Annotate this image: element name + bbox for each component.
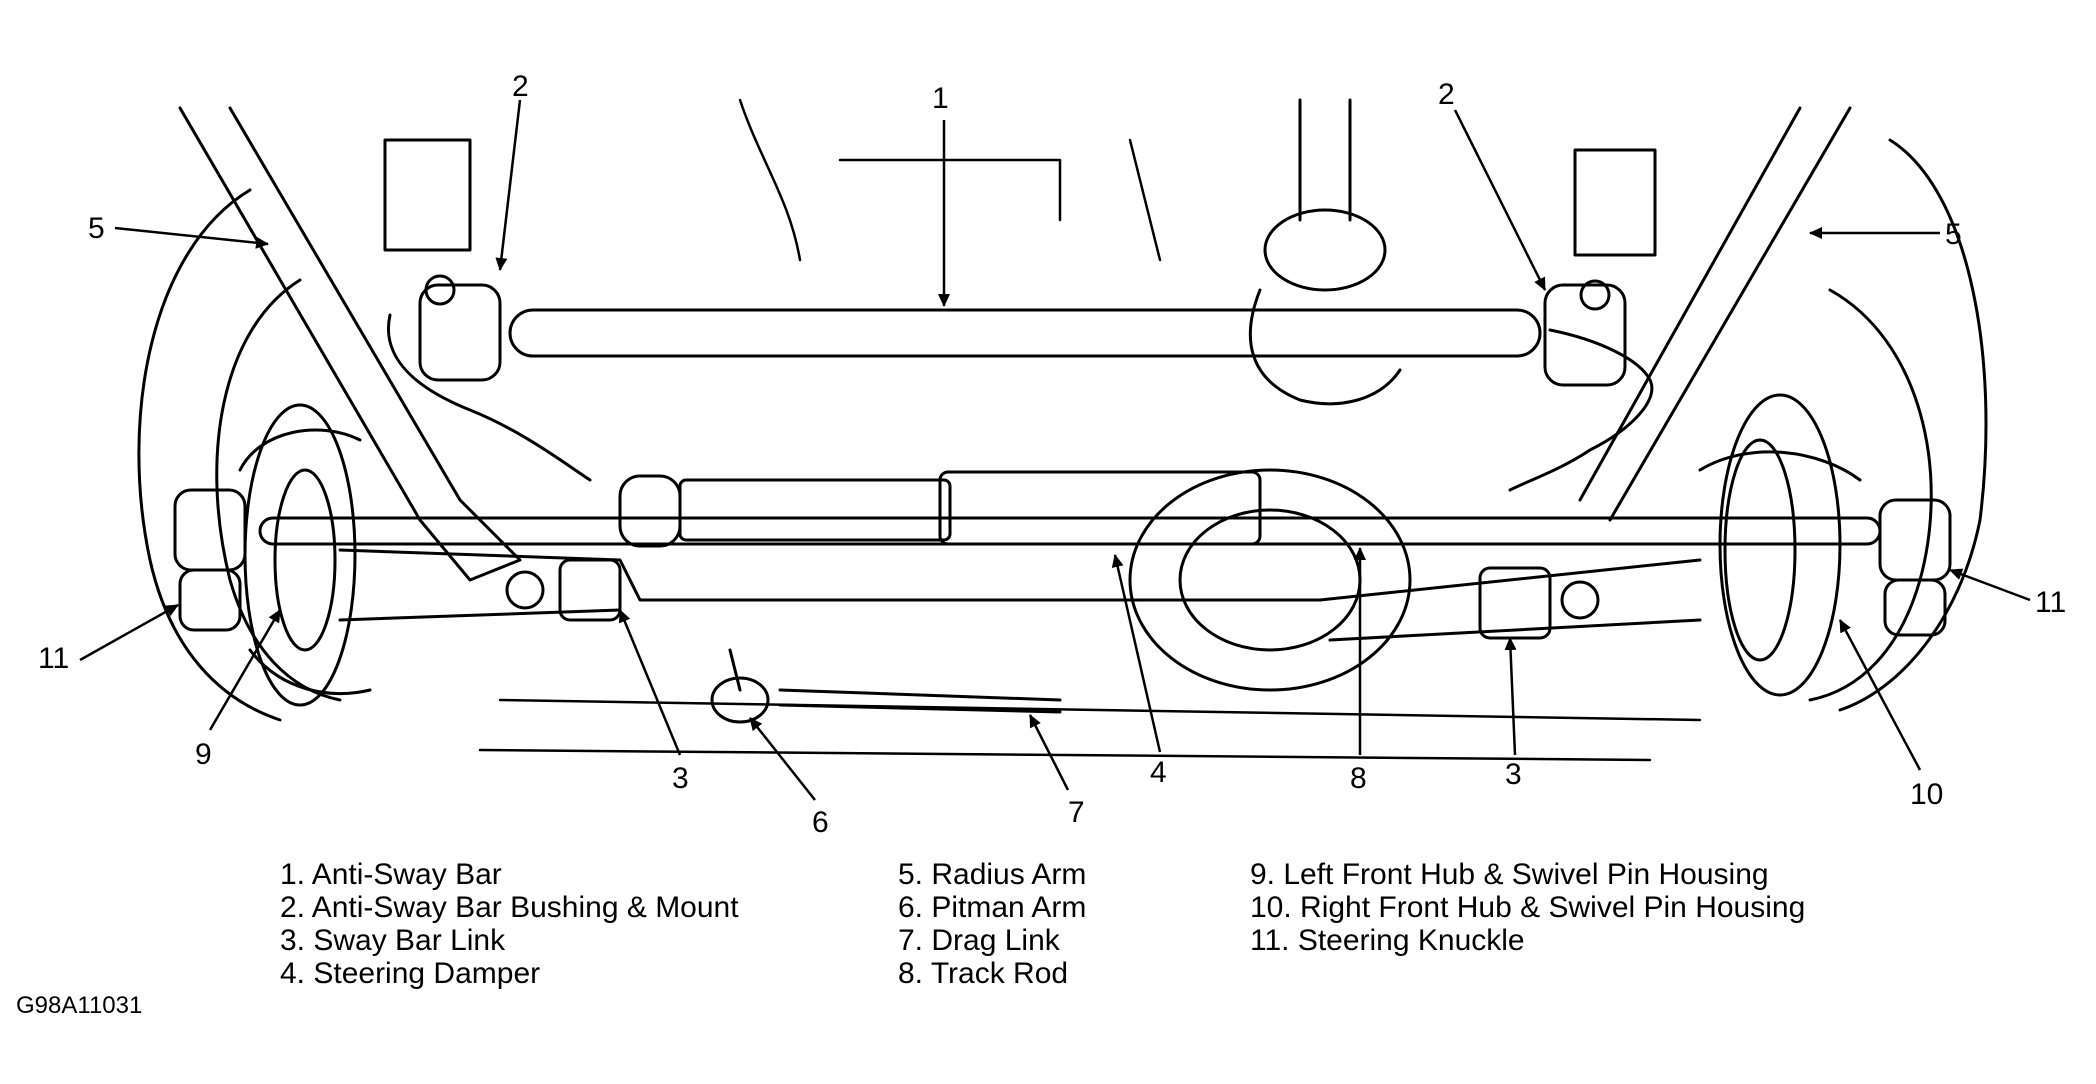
callout-3-right: 3 (1505, 758, 1522, 791)
legend-item-9: 9. Left Front Hub & Swivel Pin Housing (1250, 858, 1769, 891)
leader-10 (1838, 619, 1922, 771)
bushing-mount-right (1543, 148, 1657, 387)
legend-item-2: 2. Anti-Sway Bar Bushing & Mount (280, 891, 739, 924)
legend-item-8: 8. Track Rod (898, 957, 1069, 990)
frame-lines (478, 98, 1702, 762)
legend-column-2: 5. Radius Arm 6. Pitman Arm 7. Drag Link… (898, 858, 1086, 990)
radius-arm-left (178, 106, 522, 582)
steering-knuckle-left (173, 488, 247, 632)
legend-item-1: 1. Anti-Sway Bar (280, 858, 502, 891)
leader-11-left (79, 603, 179, 662)
callout-9: 9 (195, 738, 212, 771)
callout-11-left: 11 (38, 642, 69, 675)
callout-8: 8 (1350, 762, 1367, 795)
pitman-arm-drawing (710, 648, 770, 724)
legend-column-1: 1. Anti-Sway Bar 2. Anti-Sway Bar Bushin… (280, 858, 739, 990)
leader-2-right (1453, 109, 1547, 291)
bushing-mount-left (383, 138, 502, 382)
leader-7 (1028, 714, 1070, 791)
leader-11-right (1949, 568, 2031, 602)
leader-5-left (114, 226, 269, 249)
callout-7: 7 (1068, 796, 1085, 829)
anti-sway-bar-drawing (387, 308, 1654, 492)
radius-arm-right (1578, 106, 1852, 522)
leader-3-right (1504, 637, 1517, 756)
callout-5-left: 5 (88, 212, 105, 245)
legend-item-4: 4. Steering Damper (280, 957, 541, 990)
callout-4: 4 (1150, 756, 1167, 789)
leader-4 (1111, 554, 1162, 753)
axle-housing-drawing (338, 468, 1702, 692)
legend-item-6: 6. Pitman Arm (898, 891, 1087, 924)
legend-item-11: 11. Steering Knuckle (1250, 924, 1525, 957)
callout-1: 1 (932, 82, 949, 115)
leader-6 (749, 717, 816, 801)
callout-2-right: 2 (1438, 78, 1455, 111)
leader-3-left (618, 609, 682, 756)
callout-10: 10 (1910, 778, 1943, 811)
track-rod-drawing (258, 516, 1882, 546)
left-wheel-drawing (137, 188, 372, 722)
legend-column-3: 9. Left Front Hub & Swivel Pin Housing 1… (1250, 858, 1805, 957)
leader-2-left (495, 99, 522, 271)
leader-9 (208, 609, 282, 731)
figure-id: G98A11031 (16, 992, 143, 1019)
callout-6: 6 (812, 806, 829, 839)
callout-11-right: 11 (2035, 586, 2066, 619)
legend-item-5: 5. Radius Arm (898, 858, 1087, 891)
steering-knuckle-right (1878, 498, 1952, 637)
legend-item-3: 3. Sway Bar Link (280, 924, 506, 957)
legend-item-10: 10. Right Front Hub & Swivel Pin Housing (1250, 891, 1806, 924)
driveshaft-drawing (1248, 98, 1402, 406)
callout-5-right: 5 (1945, 218, 1962, 251)
callout-2-left: 2 (512, 70, 529, 103)
callout-3-left: 3 (672, 762, 689, 795)
legend-item-7: 7. Drag Link (898, 924, 1060, 957)
sway-bar-link-left (505, 558, 622, 622)
